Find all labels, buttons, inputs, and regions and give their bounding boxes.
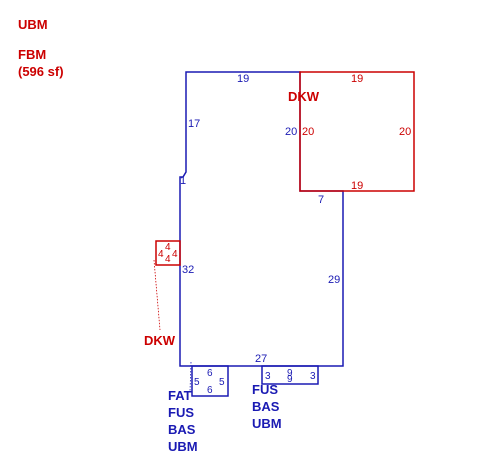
small-addition-outline bbox=[155, 240, 181, 266]
right-stack-ubm: UBM bbox=[252, 416, 282, 431]
left-stack-bas: BAS bbox=[168, 422, 196, 437]
dim-deck-top: 19 bbox=[351, 73, 363, 85]
dim-deck-bottom: 19 bbox=[351, 180, 363, 192]
dim-small-box-bottom: 4 bbox=[165, 254, 171, 265]
deck-outline bbox=[299, 71, 415, 192]
dim-small-box-left: 4 bbox=[158, 249, 164, 260]
dim-left-box-bottom: 6 bbox=[207, 385, 213, 396]
left-stack-ubm: UBM bbox=[168, 439, 198, 454]
dim-deck-left: 20 bbox=[302, 126, 314, 138]
header-fbm-label: FBM bbox=[18, 47, 46, 62]
main-building-outline bbox=[179, 71, 344, 367]
left-stack-fat: FAT bbox=[168, 388, 192, 403]
header-ubm-label: UBM bbox=[18, 17, 48, 32]
dim-main-shared: 20 bbox=[285, 126, 297, 138]
dim-main-upper-left: 17 bbox=[188, 118, 200, 130]
left-porch-outline bbox=[191, 365, 229, 397]
dim-small-box-right: 4 bbox=[172, 249, 178, 260]
dim-main-left: 32 bbox=[182, 264, 194, 276]
dim-main-bottom: 27 bbox=[255, 353, 267, 365]
dim-right-box-bottom: 9 bbox=[287, 374, 293, 385]
dkw-left-label: DKW bbox=[144, 333, 176, 348]
dim-deck-right: 20 bbox=[399, 126, 411, 138]
dim-left-box-right: 5 bbox=[219, 377, 225, 388]
fat-leader-line bbox=[189, 361, 192, 393]
right-stack-fus: FUS bbox=[252, 382, 278, 397]
left-stack-fus: FUS bbox=[168, 405, 194, 420]
dim-main-right: 29 bbox=[328, 274, 340, 286]
right-porch-outline bbox=[261, 365, 319, 385]
dim-right-box-left: 3 bbox=[265, 371, 271, 382]
right-stack-bas: BAS bbox=[252, 399, 280, 414]
dim-right-box-right: 3 bbox=[310, 371, 316, 382]
dim-right-box-top: 9 bbox=[287, 368, 293, 379]
header-area-label: (596 sf) bbox=[18, 64, 64, 79]
dim-main-top: 19 bbox=[237, 73, 249, 85]
dim-main-step: 7 bbox=[318, 194, 324, 206]
dim-left-box-top: 6 bbox=[207, 368, 213, 379]
dkw-top-label: DKW bbox=[288, 89, 320, 104]
dim-main-notch: 1 bbox=[180, 175, 186, 187]
dim-small-box-top: 4 bbox=[165, 242, 171, 253]
dim-left-box-left: 5 bbox=[194, 377, 200, 388]
dkw-leader-line bbox=[153, 259, 161, 331]
